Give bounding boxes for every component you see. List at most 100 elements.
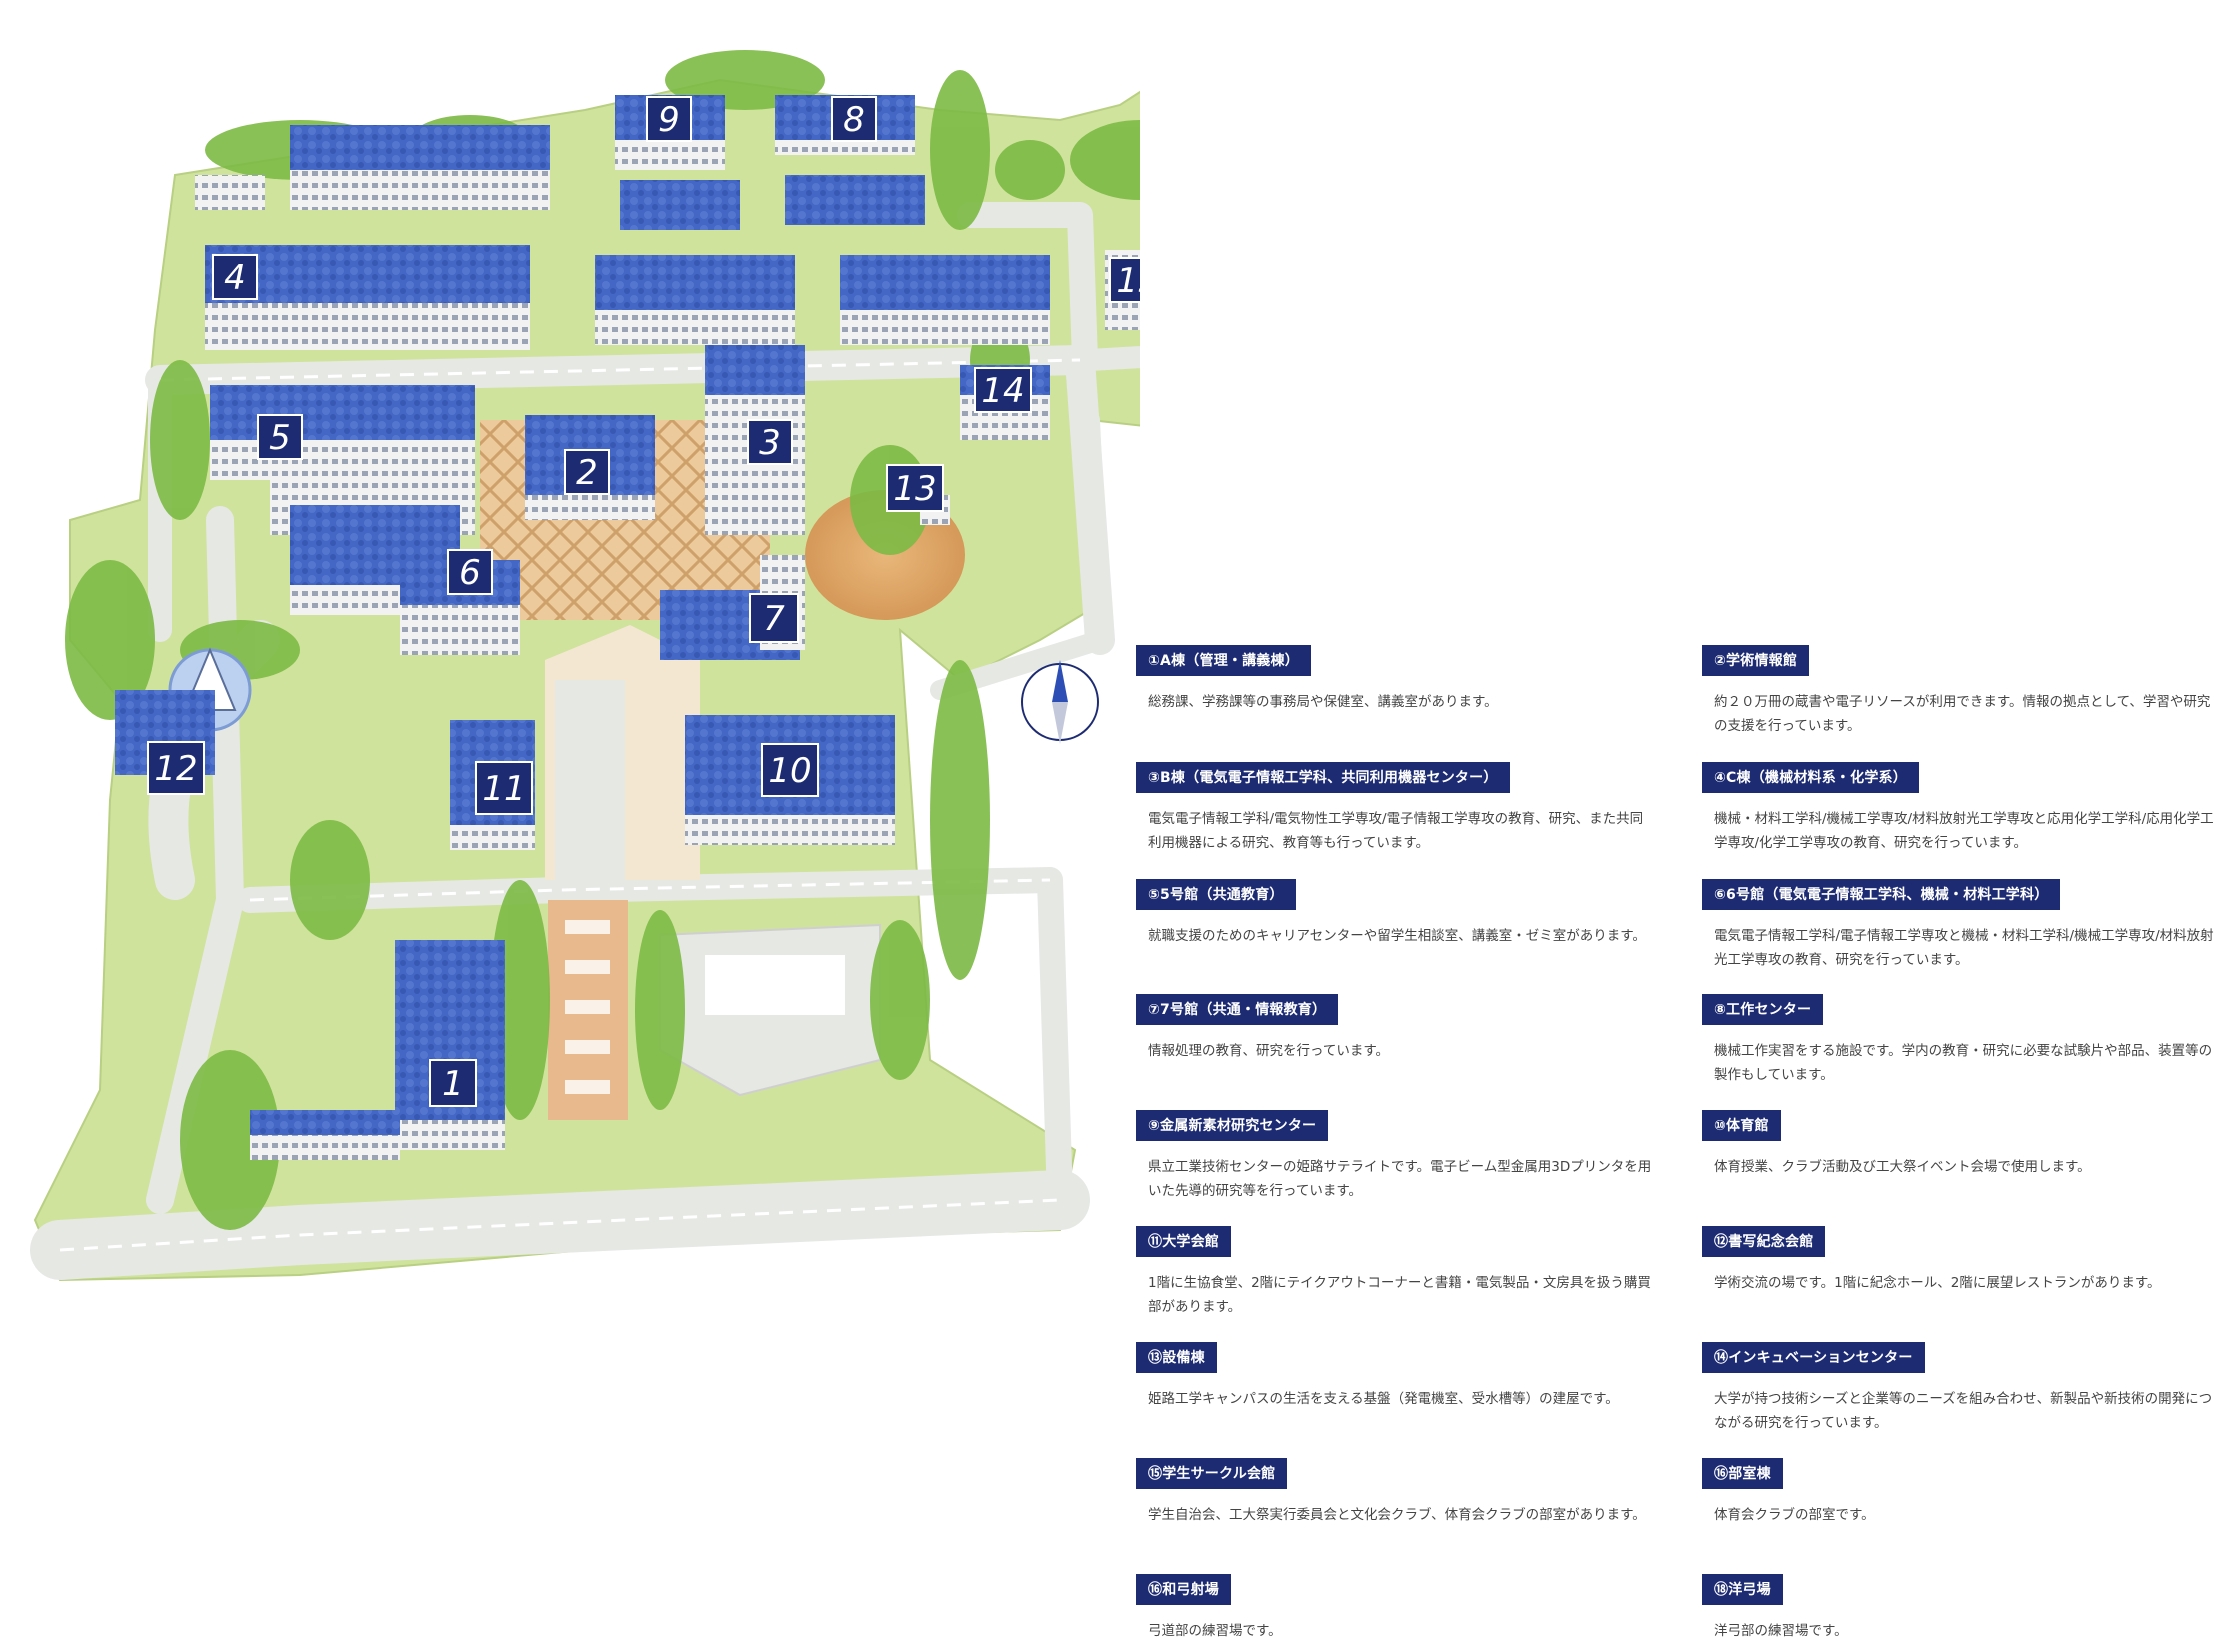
compass-icon: [1021, 660, 1099, 744]
legend-tag: ⑩体育館: [1702, 1110, 1781, 1141]
legend-item[interactable]: ⑥6号館（電気電子情報工学科、機械・材料工学科） 電気電子情報工学科/電子情報工学…: [1702, 879, 2222, 972]
marker-box: [257, 414, 303, 460]
legend-tag: ⑭インキュベーションセンター: [1702, 1342, 1925, 1373]
marker-number: 11: [482, 769, 525, 809]
legend-tag: ⑯和弓射場: [1136, 1574, 1231, 1605]
building-marker-2[interactable]: 2: [564, 449, 610, 495]
building-marker-7[interactable]: 7: [749, 593, 799, 643]
marker-number: 13: [893, 469, 936, 509]
marker-box: [475, 761, 533, 815]
compass-needle-south: [1052, 702, 1068, 744]
legend-description: 体育授業、クラブ活動及び工大祭イベント会場で使用します。: [1714, 1159, 2091, 1175]
marker-number: 14: [981, 371, 1024, 411]
legend-item[interactable]: ②学術情報館約２０万冊の蔵書や電子リソースが利用できます。情報の拠点として、学習…: [1702, 645, 2222, 738]
marker-number: 12: [154, 749, 197, 789]
legend-tag: ⑦7号館（共通・情報教育）: [1136, 994, 1339, 1025]
legend-description: 機械工作実習をする施設です。学内の教育・研究に必要な試験片や部品、装置等の製作も…: [1714, 1043, 2213, 1083]
facility-legend: ①A棟（管理・講義棟）総務課、学務課等の事務局や保健室、講義室があります。 ②学術…: [1136, 645, 2216, 1639]
marker-number: 6: [459, 553, 481, 593]
marker-box: [831, 96, 877, 142]
legend-tag: ④C棟（機械材料系・化学系）: [1702, 762, 1919, 793]
marker-number: 5: [269, 418, 291, 458]
legend-item[interactable]: ⑪大学会館 1階に生協食堂、2階にテイクアウトコーナーと書籍・電気製品・文房具を扱…: [1136, 1226, 1656, 1319]
legend-description: 大学が持つ技術シーズと企業等のニーズを組み合わせ、新製品や新技術の開発につながる…: [1714, 1391, 2213, 1431]
campus-map[interactable]: 123456789101112131415161718: [0, 0, 1140, 1330]
building-marker-1[interactable]: 1: [429, 1059, 477, 1107]
legend-description: 学生自治会、工大祭実行委員会と文化会クラブ、体育会クラブの部室があります。: [1148, 1507, 1646, 1523]
legend-item[interactable]: ⑨金属新素材研究センター県立工業技術センターの姫路サテライトです。電子ビーム型金…: [1136, 1110, 1656, 1203]
marker-box: [564, 449, 610, 495]
marker-box: [646, 96, 692, 142]
legend-description: 電気電子情報工学科/電子情報工学専攻と機械・材料工学科/機械工学専攻/材料放射光…: [1714, 928, 2214, 968]
legend-item[interactable]: ⑬設備棟姫路工学キャンパスの生活を支える基盤（発電機室、受水槽等）の建屋です。: [1136, 1342, 1656, 1411]
building-marker-13[interactable]: 13: [886, 464, 944, 512]
legend-item[interactable]: ④C棟（機械材料系・化学系）機械・材料工学科/機械工学専攻/材料放射光工学専攻と…: [1702, 762, 2222, 855]
legend-item[interactable]: ③B棟（電気電子情報工学科、共同利用機器センター） 電気電子情報工学科/電気物性工…: [1136, 762, 1656, 855]
legend-item[interactable]: ⑧工作センター機械工作実習をする施設です。学内の教育・研究に必要な試験片や部品、…: [1702, 994, 2222, 1087]
legend-description: 姫路工学キャンパスの生活を支える基盤（発電機室、受水槽等）の建屋です。: [1148, 1391, 1619, 1407]
marker-number: 1: [442, 1064, 464, 1104]
marker-number: 8: [843, 100, 865, 140]
legend-tag: ⑨金属新素材研究センター: [1136, 1110, 1329, 1141]
legend-tag: ⑤5号館（共通教育）: [1136, 879, 1296, 910]
marker-number: 7: [763, 599, 785, 639]
building-marker-11[interactable]: 11: [475, 761, 533, 815]
legend-tag: ⑱洋弓場: [1702, 1574, 1783, 1605]
building-marker-9[interactable]: 9: [646, 96, 692, 142]
legend-item[interactable]: ⑩体育館体育授業、クラブ活動及び工大祭イベント会場で使用します。: [1702, 1110, 2222, 1179]
legend-tag: ⑫書写紀念会館: [1702, 1226, 1826, 1257]
building-marker-8[interactable]: 8: [831, 96, 877, 142]
compass-needle-north: [1052, 660, 1068, 702]
buildings: [115, 95, 1140, 1160]
marker-number: 2: [576, 453, 598, 493]
map-markers[interactable]: 123456789101112131415161718: [147, 12, 1140, 1107]
marker-number: 3: [759, 423, 781, 463]
legend-item[interactable]: ⑭インキュベーションセンター大学が持つ技術シーズと企業等のニーズを組み合わせ、新…: [1702, 1342, 2222, 1435]
legend-item[interactable]: ⑤5号館（共通教育） 就職支援のためのキャリアセンターや留学生相談室、講義室・ゼミ…: [1136, 879, 1656, 948]
legend-description: 学術交流の場です。1階に紀念ホール、2階に展望レストランがあります。: [1714, 1275, 2161, 1291]
building-marker-14[interactable]: 14: [974, 367, 1032, 413]
building-marker-15[interactable]: 15: [1109, 257, 1140, 303]
marker-box: [749, 593, 799, 643]
marker-number: 9: [658, 100, 680, 140]
legend-item[interactable]: ⑮学生サークル会館学生自治会、工大祭実行委員会と文化会クラブ、体育会クラブの部室…: [1136, 1458, 1656, 1527]
legend-description: 就職支援のためのキャリアセンターや留学生相談室、講義室・ゼミ室があります。: [1148, 928, 1646, 944]
marker-box: [761, 743, 819, 797]
legend-item[interactable]: ⑦7号館（共通・情報教育） 情報処理の教育、研究を行っています。: [1136, 994, 1656, 1063]
marker-box: [747, 419, 793, 465]
marker-box: [147, 741, 205, 795]
building-marker-10[interactable]: 10: [761, 743, 819, 797]
legend-description: 電気電子情報工学科/電気物性工学専攻/電子情報工学専攻の教育、研究、また共同利用…: [1148, 811, 1644, 851]
legend-tag: ⑥6号館（電気電子情報工学科、機械・材料工学科）: [1702, 879, 2061, 910]
legend-tag: ⑬設備棟: [1136, 1342, 1217, 1373]
legend-item[interactable]: ⑯部室棟体育会クラブの部室です。: [1702, 1458, 2222, 1527]
building-marker-3[interactable]: 3: [747, 419, 793, 465]
building-marker-12[interactable]: 12: [147, 741, 205, 795]
marker-box: [1109, 257, 1140, 303]
legend-description: 情報処理の教育、研究を行っています。: [1148, 1043, 1389, 1059]
marker-number: 15: [1116, 261, 1140, 301]
legend-tag: ⑯部室棟: [1702, 1458, 1783, 1489]
legend-item[interactable]: ⑯和弓射場弓道部の練習場です。: [1136, 1574, 1656, 1643]
marker-box: [974, 367, 1032, 413]
marker-box: [886, 464, 944, 512]
legend-item[interactable]: ⑱洋弓場洋弓部の練習場です。: [1702, 1574, 2222, 1643]
marker-box: [212, 254, 258, 300]
legend-tag: ⑪大学会館: [1136, 1226, 1231, 1257]
legend-item[interactable]: ⑫書写紀念会館学術交流の場です。1階に紀念ホール、2階に展望レストランがあります…: [1702, 1226, 2222, 1295]
building-marker-4[interactable]: 4: [212, 254, 258, 300]
marker-box: [429, 1059, 477, 1107]
building-marker-6[interactable]: 6: [447, 549, 493, 595]
legend-tag: ③B棟（電気電子情報工学科、共同利用機器センター）: [1136, 762, 1510, 793]
legend-description: 体育会クラブの部室です。: [1714, 1507, 1875, 1523]
legend-tag: ⑧工作センター: [1702, 994, 1824, 1025]
legend-description: 県立工業技術センターの姫路サテライトです。電子ビーム型金属用3Dプリンタを用いた…: [1148, 1159, 1652, 1199]
marker-number: 10: [768, 751, 811, 791]
legend-item[interactable]: ①A棟（管理・講義棟）総務課、学務課等の事務局や保健室、講義室があります。: [1136, 645, 1656, 714]
building-marker-5[interactable]: 5: [257, 414, 303, 460]
legend-description: 洋弓部の練習場です。: [1714, 1623, 1848, 1639]
marker-number: 4: [224, 258, 246, 298]
legend-tag: ②学術情報館: [1702, 645, 1810, 676]
legend-description: 1階に生協食堂、2階にテイクアウトコーナーと書籍・電気製品・文房具を扱う購買部が…: [1148, 1275, 1651, 1315]
legend-description: 弓道部の練習場です。: [1148, 1623, 1282, 1639]
